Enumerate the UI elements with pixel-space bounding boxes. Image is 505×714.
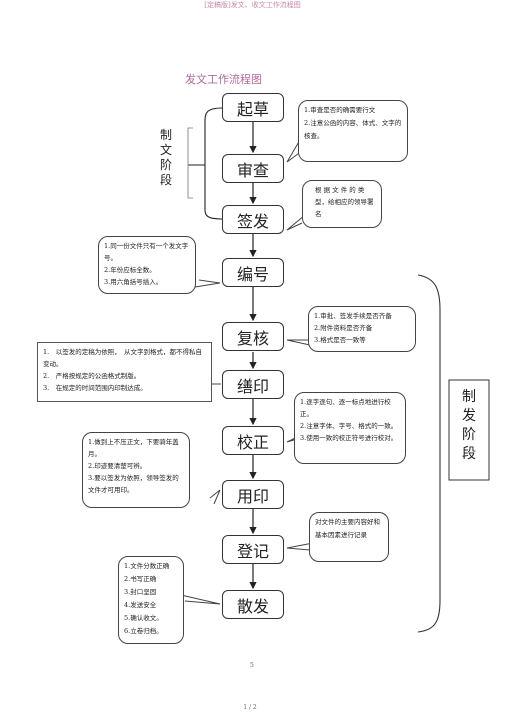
step-number: 编号	[222, 258, 284, 287]
note-sign: 根 据 文 件 的 类 型，给相应的领导署名	[302, 180, 382, 228]
note-review: 1.审查是否的确需要行文 2.注意公函的内容、体式、文字的核查。	[298, 100, 408, 162]
page-title: 发文工作流程图	[185, 73, 262, 86]
step-print: 缮印	[222, 370, 284, 399]
step-recheck: 复核	[222, 322, 284, 351]
note-register: 对文件的主要内容好和基本因素进行记录	[309, 512, 389, 562]
note-number: 1.同一份文件只有一个发文字号。 2.年份应标全数。 3.用六角括号插入。	[98, 236, 196, 294]
note-distribute: 1.文件分数正确 2.书写正确 3.封口坚固 4.发送安全 5.确认收文。 6.…	[118, 556, 184, 644]
step-proof: 校正	[222, 426, 284, 455]
note-proof: 1.逐字逐句、逐一标点地进行校正。 2.注意字体、字号、格式的一致。 3.使用一…	[294, 392, 406, 464]
note-recheck: 1.审批、签发手续是否齐备 2.附件资料是否齐备 3.格式是否一致等	[308, 306, 416, 352]
page-number: 5	[250, 662, 254, 669]
step-drafting: 起草	[222, 93, 284, 122]
note-print: 1. 以签发的定稿为依照， 从文字到格式，都不得私自变动。 2. 严格按规定的公…	[37, 342, 212, 402]
step-sign: 签发	[222, 205, 284, 234]
stage-label-issue: 制发阶段	[462, 389, 476, 462]
step-register: 登记	[222, 535, 284, 564]
page-header: [定稿版]发文、收文工作流程图	[204, 1, 301, 9]
note-seal: 1.做到上不压正文，下要骑年盖月。 2.印迹要清楚可辨。 3.要以签发为依照，领…	[82, 432, 190, 508]
page-footer: 1 / 2	[243, 704, 257, 711]
stage-label-draft: 制文阶段	[159, 128, 172, 187]
step-seal: 用印	[222, 480, 284, 509]
step-review: 审查	[222, 154, 284, 183]
step-distribute: 散发	[222, 590, 284, 619]
